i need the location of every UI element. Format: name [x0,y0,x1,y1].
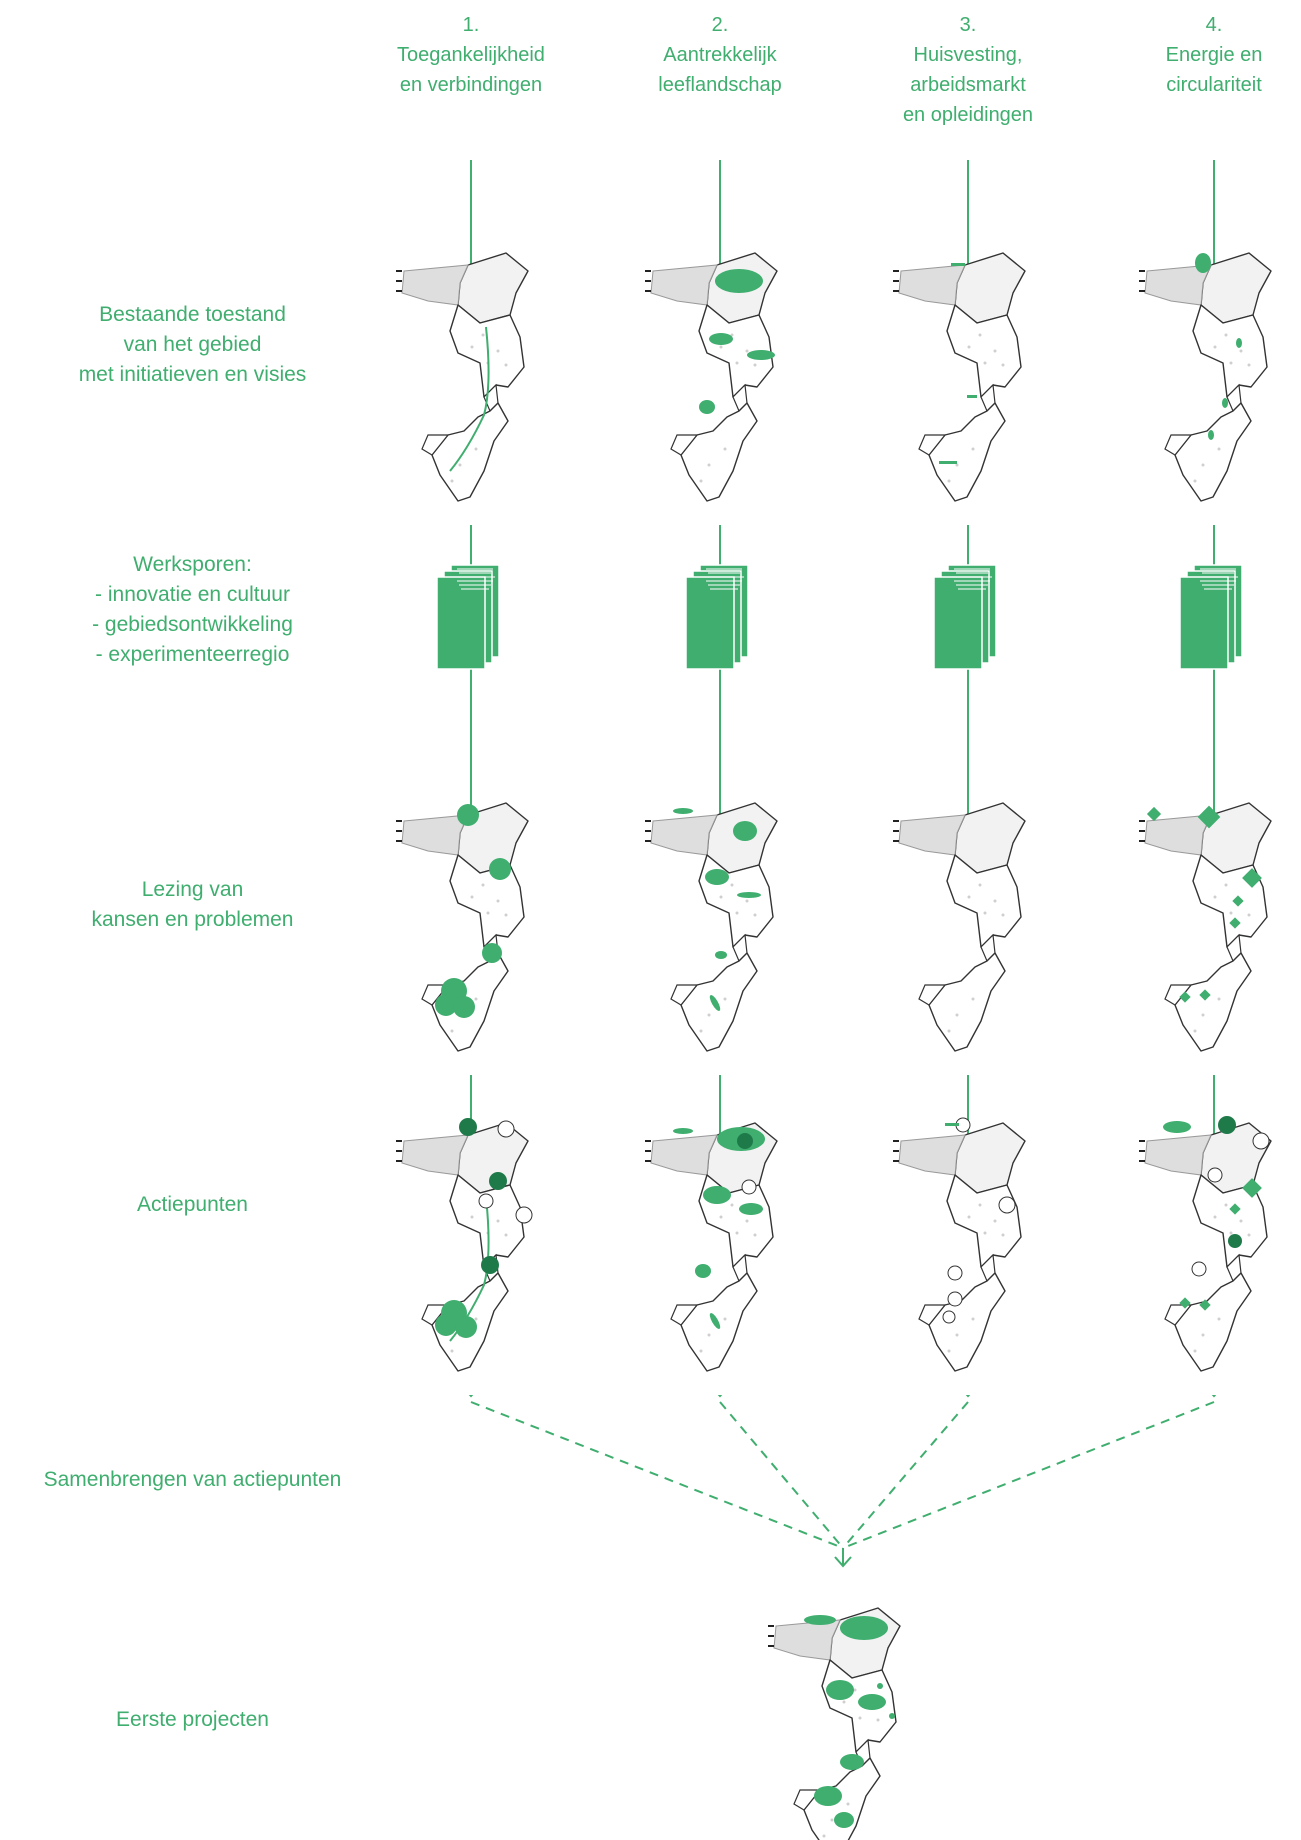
region-map-icon [644,1122,778,1395]
row-action-maps [395,1116,1272,1395]
row-existing-maps [395,252,1272,525]
column-number: 1. [462,14,480,36]
region-map-icon [1138,1116,1272,1395]
region-map-icon [395,802,529,1075]
row-label-existing-state: Bestaande toestand van het gebied met in… [0,300,385,390]
column-title-line: Energie en [1165,44,1263,66]
column-header-2: 2. Aantrekkelijk leeflandschap [610,10,830,100]
column-header-4: 4. Energie en circulariteit [1104,10,1301,100]
column-number: 4. [1205,14,1223,36]
column-header-3: 3. Huisvesting, arbeidsmarkt en opleidin… [858,10,1078,130]
column-arrowheads [462,1386,1223,1398]
row-label-line: met initiatieven en visies [78,363,307,386]
region-map-icon [395,252,529,525]
region-map-icon [1138,802,1272,1075]
stack-of-cards-icon [685,564,749,670]
row-reading-maps [395,802,1272,1075]
region-map-icon [644,252,778,525]
row-label-line: Lezing van [141,878,244,901]
row-label-line: - experimenteerregio [95,643,290,666]
row-label-line: Bestaande toestand [99,303,286,326]
region-map-icon [892,802,1026,1075]
column-lines [470,160,1215,1395]
row-label-reading: Lezing van kansen en problemen [0,875,385,935]
column-title-line: circulariteit [1166,74,1262,96]
merge-arrows [470,1401,1215,1565]
row-label-line: van het gebied [123,333,262,356]
row-label-tracks: Werksporen: - innovatie en cultuur - geb… [0,550,385,670]
row-label-line: Eerste projecten [116,1708,269,1731]
column-title-line: Huisvesting, [913,44,1023,66]
region-map-icon [395,1118,533,1395]
column-title-line: en verbindingen [399,74,543,96]
row-label-line: - gebiedsontwikkeling [92,613,293,636]
row-label-line: Actiepunten [137,1193,248,1216]
row-label-projects: Eerste projecten [0,1705,385,1735]
merge-line-2 [719,1401,844,1549]
column-title-line: leeflandschap [658,74,782,96]
column-title-line: en opleidingen [902,104,1034,126]
column-header-1: 1. Toegankelijkheid en verbindingen [361,10,581,100]
region-map-icon [644,802,778,1075]
merge-line-4 [842,1401,1215,1549]
row-label-line: Werksporen: [133,553,252,576]
column-number: 3. [959,14,977,36]
stack-of-cards-icon [1179,564,1243,670]
stack-of-cards-icon [436,564,500,670]
region-map-icon [892,252,1026,525]
row-label-merge: Samenbrengen van actiepunten [0,1465,385,1495]
stack-of-cards-icon [933,564,997,670]
row-label-line: kansen en problemen [91,908,294,931]
row-label-line: Samenbrengen van actiepunten [43,1468,342,1491]
column-number: 2. [711,14,729,36]
row-label-line: - innovatie en cultuur [95,583,290,606]
column-title-line: arbeidsmarkt [910,74,1026,96]
row-label-actions: Actiepunten [0,1190,385,1220]
row-track-cards [436,564,1243,670]
region-map-icon [892,1117,1026,1395]
combined-region-map-icon [767,1607,901,1840]
arrow-down-icon [834,1556,852,1568]
merge-line-3 [842,1401,969,1549]
column-title-line: Toegankelijkheid [397,44,545,66]
column-title-line: Aantrekkelijk [663,44,777,66]
region-map-icon [1138,252,1272,525]
merge-line-1 [470,1401,844,1549]
